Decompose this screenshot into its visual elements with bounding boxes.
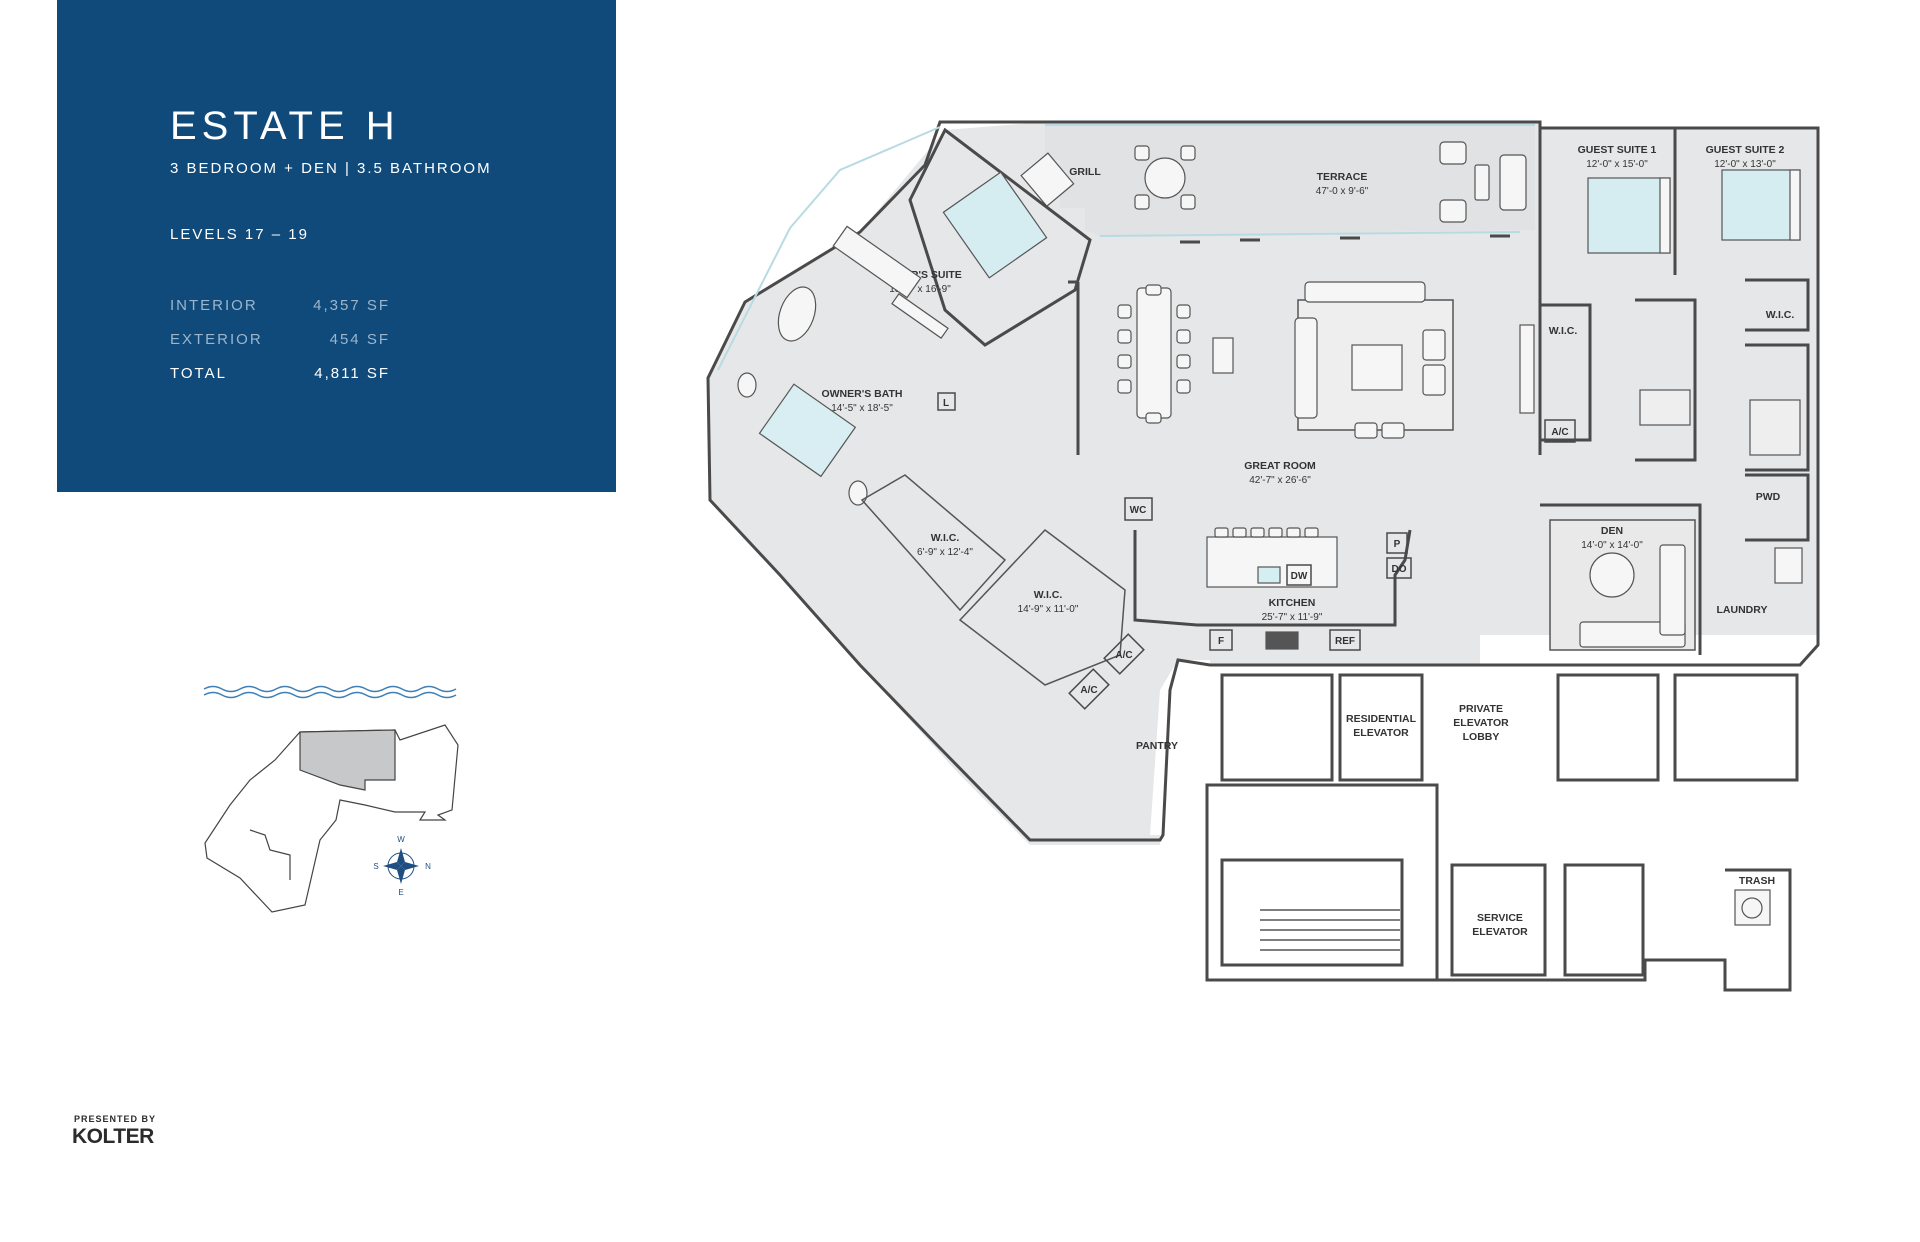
key-map [203, 685, 459, 913]
room-label: SERVICE [1477, 912, 1523, 924]
room-dims: 47'-0 x 9'-6" [1316, 186, 1369, 197]
compass-icon: W S N E [373, 835, 431, 897]
kitchen: DW KITCHEN 25'-7" x 11'-9" F REF P DO [1133, 527, 1412, 651]
stat-label: INTERIOR [170, 297, 258, 314]
den: DEN 14'-0" x 14'-0" [1540, 503, 1702, 655]
stat-value: 4,811 SF [314, 365, 390, 382]
linen-tag: L [943, 398, 949, 409]
stat-label: EXTERIOR [170, 331, 263, 348]
do-tag: DO [1392, 564, 1407, 575]
room-dims: 18'-0" x 16'-9" [889, 284, 951, 295]
room-dims: 25'-7" x 11'-9" [1262, 612, 1323, 623]
room-label: W.I.C. [1034, 589, 1063, 601]
room-label: LAUNDRY [1717, 604, 1768, 616]
room-dims: 6'-9" x 12'-4" [917, 547, 973, 558]
unit-title: ESTATE H [170, 104, 400, 148]
room-label: GRILL [1069, 166, 1101, 178]
owners-wing: OWNER'S SUITE 18'-0" x 16'-9" OWNER'S BA… [717, 126, 1178, 752]
great-room: GREAT ROOM 42'-7" x 26'-6" WC [1068, 280, 1535, 521]
ac-tag: A/C [1080, 685, 1097, 696]
room-label: PANTRY [1136, 740, 1178, 752]
room-label: LOBBY [1463, 731, 1500, 743]
unit-levels: LEVELS 17 – 19 [170, 226, 309, 243]
room-label: ELEVATOR [1353, 727, 1409, 739]
brand-logo: KOLTER [72, 1125, 154, 1148]
core: RESIDENTIAL ELEVATOR PRIVATE ELEVATOR LO… [1205, 673, 1799, 992]
room-dims: 12'-0" x 15'-0" [1586, 159, 1648, 170]
stat-value: 4,357 SF [313, 297, 390, 314]
room-label: ELEVATOR [1453, 717, 1509, 729]
presented-by: PRESENTED BY [74, 1114, 157, 1124]
room-label: PWD [1756, 491, 1781, 503]
room-dims: 14'-0" x 14'-0" [1581, 540, 1643, 551]
terrace: TERRACE 47'-0 x 9'-6" GRILL [1020, 124, 1535, 244]
ac-tag: A/C [1115, 650, 1132, 661]
room-label: TERRACE [1317, 171, 1368, 183]
water-wave [203, 691, 457, 699]
compass-s: S [373, 862, 378, 871]
unit-highlight [299, 729, 396, 791]
wc-tag: WC [1130, 505, 1147, 516]
room-label: GUEST SUITE 2 [1706, 144, 1785, 156]
compass-n: N [425, 862, 431, 871]
room-label: W.I.C. [1766, 309, 1795, 321]
room-dims: 42'-7" x 26'-6" [1249, 475, 1311, 486]
pantry-p-tag: P [1394, 539, 1401, 550]
compass-e: E [398, 888, 403, 897]
water-wave [203, 685, 457, 693]
room-label: DEN [1601, 525, 1623, 537]
compass-w: W [397, 835, 405, 844]
ac-tag: A/C [1551, 427, 1568, 438]
dishwasher-tag: DW [1291, 571, 1308, 582]
room-label: TRASH [1739, 875, 1775, 887]
room-label: OWNER'S BATH [821, 388, 902, 400]
room-label: PRIVATE [1459, 703, 1503, 715]
room-label: GUEST SUITE 1 [1578, 144, 1657, 156]
room-label: W.I.C. [931, 532, 960, 544]
room-label: ELEVATOR [1472, 926, 1528, 938]
ref-tag: REF [1335, 636, 1355, 647]
room-dims: 12'-0" x 13'-0" [1714, 159, 1776, 170]
stat-value: 454 SF [329, 331, 390, 348]
room-label: RESIDENTIAL [1346, 713, 1417, 725]
unit-subtitle: 3 BEDROOM + DEN | 3.5 BATHROOM [170, 160, 492, 177]
stat-label: TOTAL [170, 365, 227, 382]
freezer-tag: F [1218, 636, 1224, 647]
room-label: GREAT ROOM [1244, 460, 1316, 472]
guest-wing: GUEST SUITE 1 12'-0" x 15'-0" GUEST SUIT… [1538, 128, 1810, 616]
room-label: W.I.C. [1549, 325, 1578, 337]
room-dims: 14'-5" x 18'-5" [831, 403, 893, 414]
room-label: KITCHEN [1269, 597, 1316, 609]
room-dims: 14'-9" x 11'-0" [1018, 604, 1079, 615]
info-panel: ESTATE H 3 BEDROOM + DEN | 3.5 BATHROOM … [57, 0, 616, 492]
